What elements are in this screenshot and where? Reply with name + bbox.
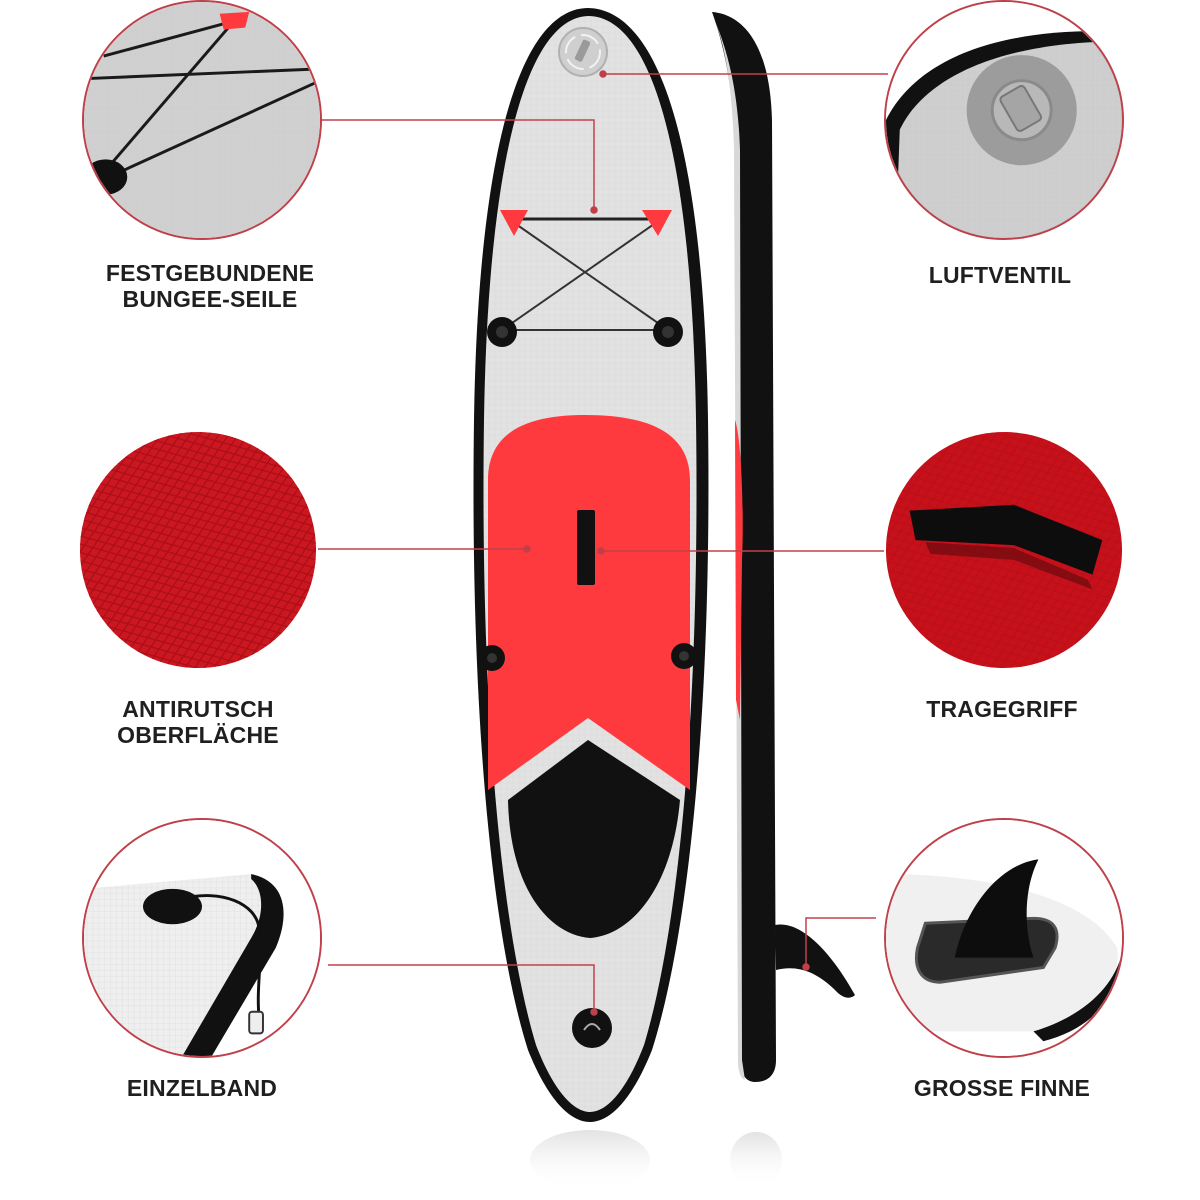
feature-label-leash: EINZELBAND (126, 1075, 278, 1101)
feature-label-handle: TRAGEGRIFF (926, 696, 1078, 722)
board-side-view (712, 12, 855, 1082)
connector-lines (318, 70, 888, 1016)
detail-circle-bungee (82, 0, 322, 240)
bungee-cords (487, 210, 683, 347)
detail-circle-deckpad (78, 430, 318, 670)
detail-circle-leash (82, 818, 322, 1058)
deck-pad-red (488, 415, 690, 790)
tail-pad-black (508, 740, 680, 938)
fin-side (775, 924, 855, 998)
carry-handle (577, 510, 595, 585)
detail-circle-handle (884, 430, 1124, 670)
detail-circle-valve (884, 0, 1124, 240)
leash-plug-icon (572, 1008, 612, 1048)
feature-label-fin: GROSSE FINNE (913, 1075, 1091, 1101)
detail-circle-fin (884, 818, 1124, 1058)
feature-label-deckpad: ANTIRUTSCH OBERFLÄCHE (117, 696, 279, 748)
feature-label-valve: LUFTVENTIL (928, 262, 1072, 288)
valve-icon (558, 27, 608, 77)
feature-label-bungee: FESTGEBUNDENE BUNGEE-SEILE (105, 260, 315, 312)
